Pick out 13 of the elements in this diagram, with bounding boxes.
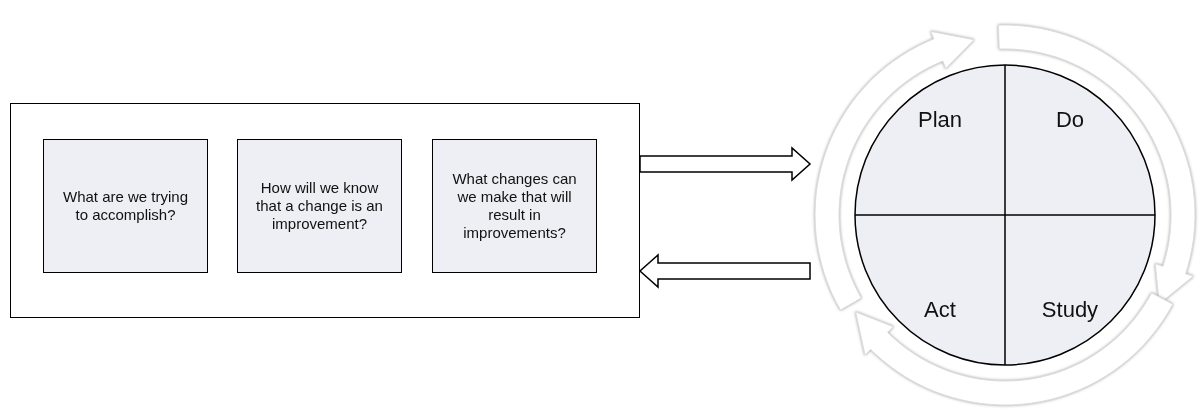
question-text: What changes can we make that will result in improvements? <box>451 170 578 242</box>
quadrant-label: Study <box>1041 297 1099 323</box>
question-text: How will we know that a change is an improvement? <box>255 179 384 233</box>
question-box <box>432 139 597 273</box>
question-text: What are we trying to accomplish? <box>61 188 189 224</box>
quadrant-label: Do <box>1055 107 1085 133</box>
block-arrow <box>638 253 811 289</box>
block-arrow <box>639 146 812 182</box>
question-box <box>237 139 402 273</box>
question-box <box>43 139 208 273</box>
quadrant-label: Plan <box>917 107 962 133</box>
quadrant-label: Act <box>924 297 956 323</box>
model-frame <box>10 103 640 318</box>
